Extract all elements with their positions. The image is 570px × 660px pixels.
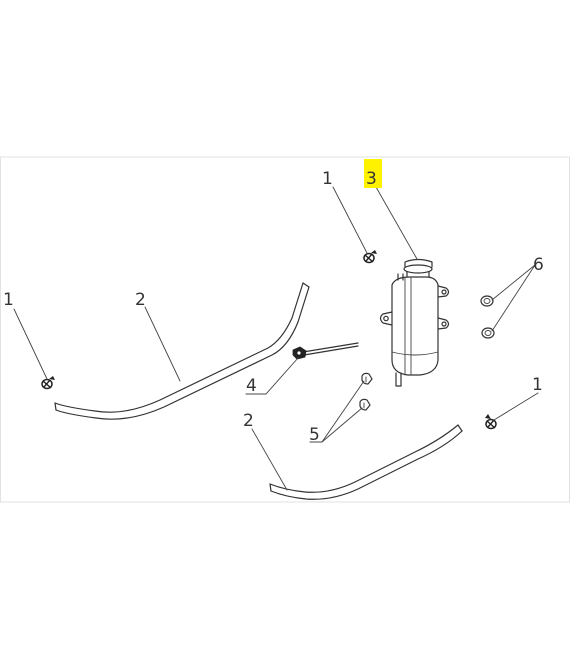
callout-label-1-top: 1 bbox=[322, 169, 333, 189]
hose-clamp-top[interactable] bbox=[363, 250, 377, 264]
coolant-hose-left[interactable] bbox=[54, 282, 310, 420]
callout-label-6: 6 bbox=[533, 255, 544, 275]
coolant-reservoir[interactable] bbox=[379, 258, 450, 387]
leader-lines bbox=[13, 186, 539, 491]
highlight-marker bbox=[364, 159, 382, 188]
callout-label-1-right: 1 bbox=[532, 375, 543, 395]
bolt-lower[interactable] bbox=[359, 398, 371, 411]
callout-label-4: 4 bbox=[246, 376, 257, 396]
coolant-hose-bottom[interactable] bbox=[269, 424, 463, 500]
o-ring-upper[interactable] bbox=[480, 295, 494, 307]
callout-label-5: 5 bbox=[309, 425, 320, 445]
callout-label-2-left: 2 bbox=[135, 290, 146, 310]
callout-label-2-bottom: 2 bbox=[243, 411, 254, 431]
level-sensor-probe[interactable] bbox=[292, 342, 359, 360]
callout-label-1-left: 1 bbox=[3, 290, 14, 310]
hose-clamp-left[interactable] bbox=[41, 376, 55, 390]
bolt-upper[interactable] bbox=[361, 372, 373, 385]
hose-clamp-right[interactable] bbox=[485, 414, 497, 430]
o-ring-lower[interactable] bbox=[481, 327, 495, 339]
callout-label-3: 3 bbox=[366, 169, 377, 189]
